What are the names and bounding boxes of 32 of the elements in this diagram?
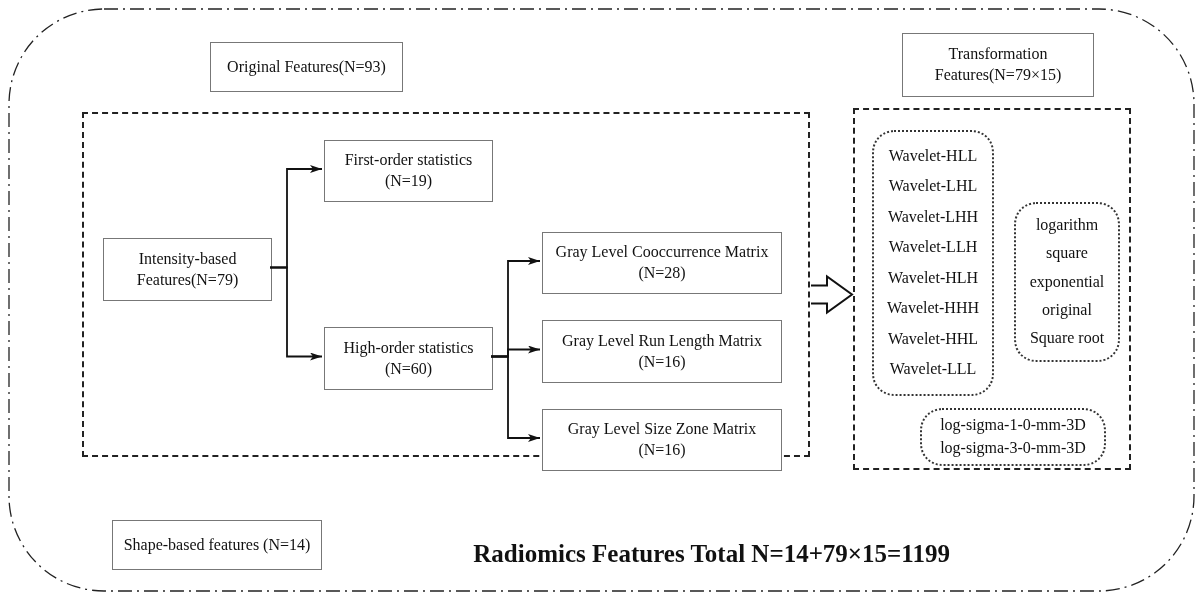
process-box: First-order statistics (N=19) — [324, 140, 493, 202]
list-item: log-sigma-3-0-mm-3D — [940, 437, 1086, 459]
list-item: square — [1046, 243, 1088, 264]
dotted-group — [872, 130, 994, 396]
list-item: Wavelet-LLH — [888, 237, 978, 258]
process-box: Shape-based features (N=14) — [112, 520, 322, 570]
process-box: Transformation Features(N=79×15) — [902, 33, 1094, 97]
list-item: exponential — [1029, 271, 1105, 293]
dotted-group — [920, 408, 1106, 466]
process-box: Gray Level Run Length Matrix (N=16) — [542, 320, 782, 383]
list-item: Wavelet-HHL — [887, 328, 979, 349]
dotted-group — [1014, 202, 1120, 362]
list-item: logarithm — [1035, 215, 1099, 236]
list-item: log-sigma-1-0-mm-3D — [940, 415, 1086, 436]
arrow — [490, 355, 541, 442]
list-item: Wavelet-HLH — [887, 267, 979, 288]
list-item: Wavelet-LHH — [887, 206, 979, 227]
list-item: Wavelet-HLL — [888, 145, 978, 166]
list-item: Square root — [1029, 327, 1105, 349]
arrow — [269, 266, 323, 361]
total-heading: Radiomics Features Total N=14+79×15=1199 — [473, 538, 950, 569]
hollow-arrow — [810, 274, 854, 315]
process-box: Original Features(N=93) — [210, 42, 403, 92]
group-frame — [853, 108, 1131, 470]
list-item: Wavelet-LLL — [889, 359, 977, 380]
list-item: Wavelet-HHH — [887, 298, 979, 319]
process-box: Gray Level Cooccurrence Matrix (N=28) — [542, 232, 782, 294]
process-box: Intensity-based Features(N=79) — [103, 238, 272, 301]
list-item: Wavelet-LHL — [888, 176, 978, 197]
process-box: Gray Level Size Zone Matrix (N=16) — [542, 409, 782, 471]
list-item: original — [1042, 299, 1092, 321]
process-box: High-order statistics (N=60) — [324, 327, 493, 390]
